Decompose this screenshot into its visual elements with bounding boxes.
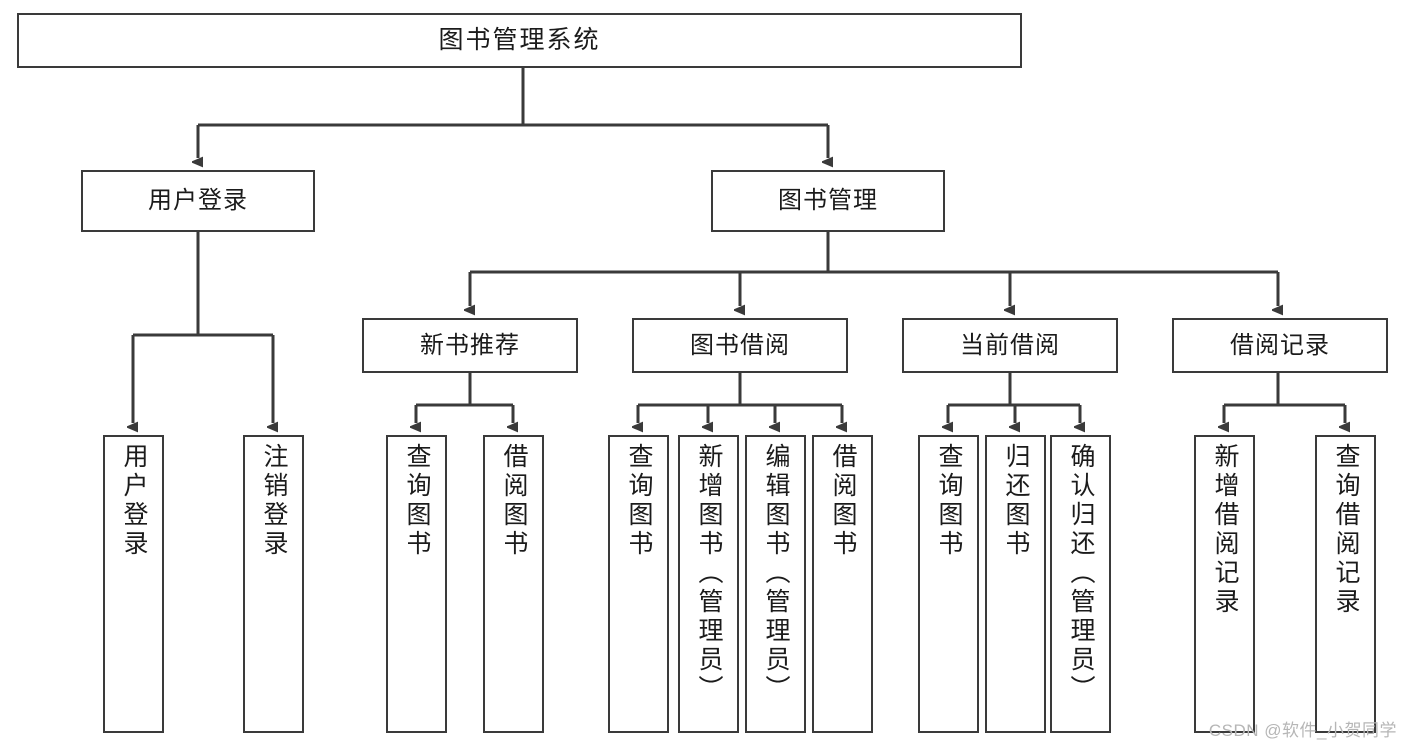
- node-root[interactable]: 图书管理系统: [17, 13, 1022, 68]
- node-book-manage[interactable]: 图书管理: [711, 170, 945, 232]
- node-new-book-recommend-label: 新书推荐: [420, 331, 520, 359]
- leaf-query-book-2[interactable]: 查询图书: [608, 435, 669, 733]
- watermark: CSDN @软件_小贺同学: [1208, 721, 1397, 740]
- leaf-user-login-label: 用户登录: [120, 443, 148, 559]
- node-root-label: 图书管理系统: [438, 26, 601, 55]
- leaf-query-book-3[interactable]: 查询图书: [918, 435, 979, 733]
- node-new-book-recommend[interactable]: 新书推荐: [362, 318, 578, 373]
- node-book-borrow-label: 图书借阅: [690, 331, 790, 359]
- leaf-add-record[interactable]: 新增借阅记录: [1194, 435, 1255, 733]
- leaf-edit-book-label: 编辑图书（管理员）: [762, 443, 790, 704]
- leaf-add-book[interactable]: 新增图书（管理员）: [678, 435, 739, 733]
- node-borrow-record[interactable]: 借阅记录: [1172, 318, 1388, 373]
- leaf-query-book-1-label: 查询图书: [403, 443, 431, 559]
- leaf-borrow-book-1[interactable]: 借阅图书: [483, 435, 544, 733]
- leaf-add-record-label: 新增借阅记录: [1211, 443, 1239, 617]
- leaf-confirm-return[interactable]: 确认归还（管理员）: [1050, 435, 1111, 733]
- node-current-borrow[interactable]: 当前借阅: [902, 318, 1118, 373]
- node-user-login[interactable]: 用户登录: [81, 170, 315, 232]
- leaf-query-record-label: 查询借阅记录: [1332, 443, 1360, 617]
- leaf-logout-login[interactable]: 注销登录: [243, 435, 304, 733]
- node-current-borrow-label: 当前借阅: [960, 331, 1060, 359]
- leaf-return-book[interactable]: 归还图书: [985, 435, 1046, 733]
- leaf-query-book-2-label: 查询图书: [625, 443, 653, 559]
- node-book-manage-label: 图书管理: [778, 187, 878, 215]
- leaf-borrow-book-2[interactable]: 借阅图书: [812, 435, 873, 733]
- leaf-confirm-return-label: 确认归还（管理员）: [1067, 443, 1095, 704]
- leaf-borrow-book-1-label: 借阅图书: [500, 443, 528, 559]
- node-book-borrow[interactable]: 图书借阅: [632, 318, 848, 373]
- leaf-add-book-label: 新增图书（管理员）: [695, 443, 723, 704]
- leaf-query-book-3-label: 查询图书: [935, 443, 963, 559]
- leaf-edit-book[interactable]: 编辑图书（管理员）: [745, 435, 806, 733]
- leaf-query-record[interactable]: 查询借阅记录: [1315, 435, 1376, 733]
- leaf-borrow-book-2-label: 借阅图书: [829, 443, 857, 559]
- node-user-login-label: 用户登录: [148, 187, 248, 215]
- leaf-query-book-1[interactable]: 查询图书: [386, 435, 447, 733]
- leaf-logout-login-label: 注销登录: [260, 443, 288, 559]
- leaf-return-book-label: 归还图书: [1002, 443, 1030, 559]
- leaf-user-login[interactable]: 用户登录: [103, 435, 164, 733]
- node-borrow-record-label: 借阅记录: [1230, 331, 1330, 359]
